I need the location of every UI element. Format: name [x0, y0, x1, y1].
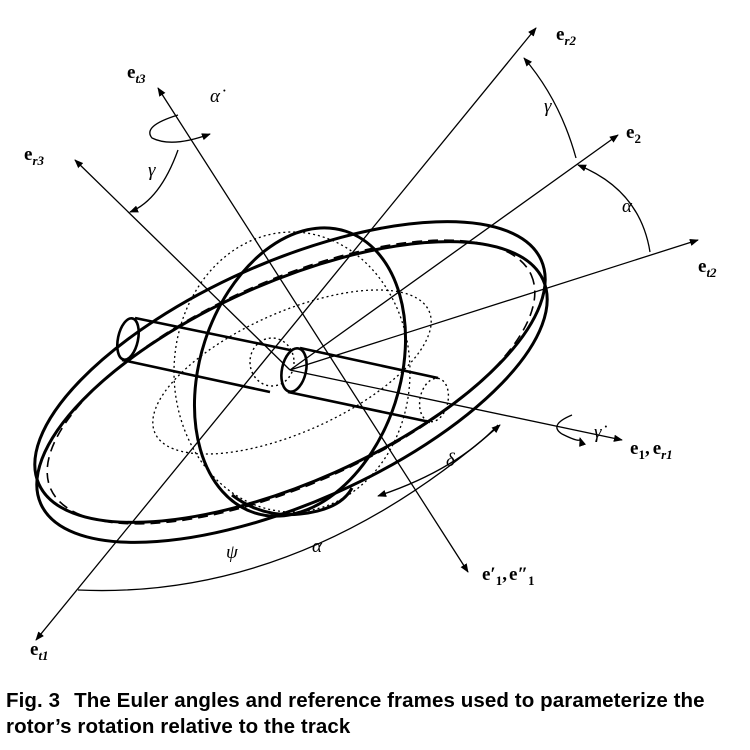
label-e-r2: er2 [556, 24, 576, 48]
track-ring [33, 220, 549, 544]
label-e1-er1: e1,er1 [630, 438, 673, 462]
label-psi: ψ [226, 542, 239, 563]
angle-arcs [77, 57, 651, 592]
axis-e1 [289, 369, 623, 442]
label-alpha-bottom: α [312, 536, 323, 557]
labels: er2 et3 er3 e2 et2 e1,er1 e′1,e″1 et1 α̇… [24, 24, 717, 663]
axis-e-t3 [157, 87, 469, 573]
axis-e-r2 [35, 27, 537, 641]
axes [35, 27, 699, 641]
rotor-axle [115, 316, 450, 424]
label-e-t1: et1 [30, 639, 49, 663]
axis-e2 [289, 134, 619, 371]
euler-angles-diagram: er2 et3 er3 e2 et2 e1,er1 e′1,e″1 et1 α̇… [24, 24, 717, 663]
label-alpha-dot: α̇ [210, 86, 226, 107]
figure-number: Fig. 3 [6, 689, 61, 712]
label-e-r3: er3 [24, 144, 44, 168]
label-e1-prime: e′1,e″1 [482, 564, 534, 588]
label-alpha-right: α [622, 196, 633, 217]
caption-text: The Euler angles and reference frames us… [6, 689, 705, 738]
label-gamma-dot: γ̇ [594, 422, 607, 443]
label-delta: δ [446, 450, 456, 471]
label-gamma-top: γ [544, 96, 552, 117]
label-gamma-left: γ [148, 160, 156, 181]
label-e2: e2 [626, 122, 641, 146]
label-e-t2: et2 [698, 256, 717, 280]
axis-e-t2 [289, 239, 699, 371]
label-e-t3: et3 [127, 62, 146, 86]
